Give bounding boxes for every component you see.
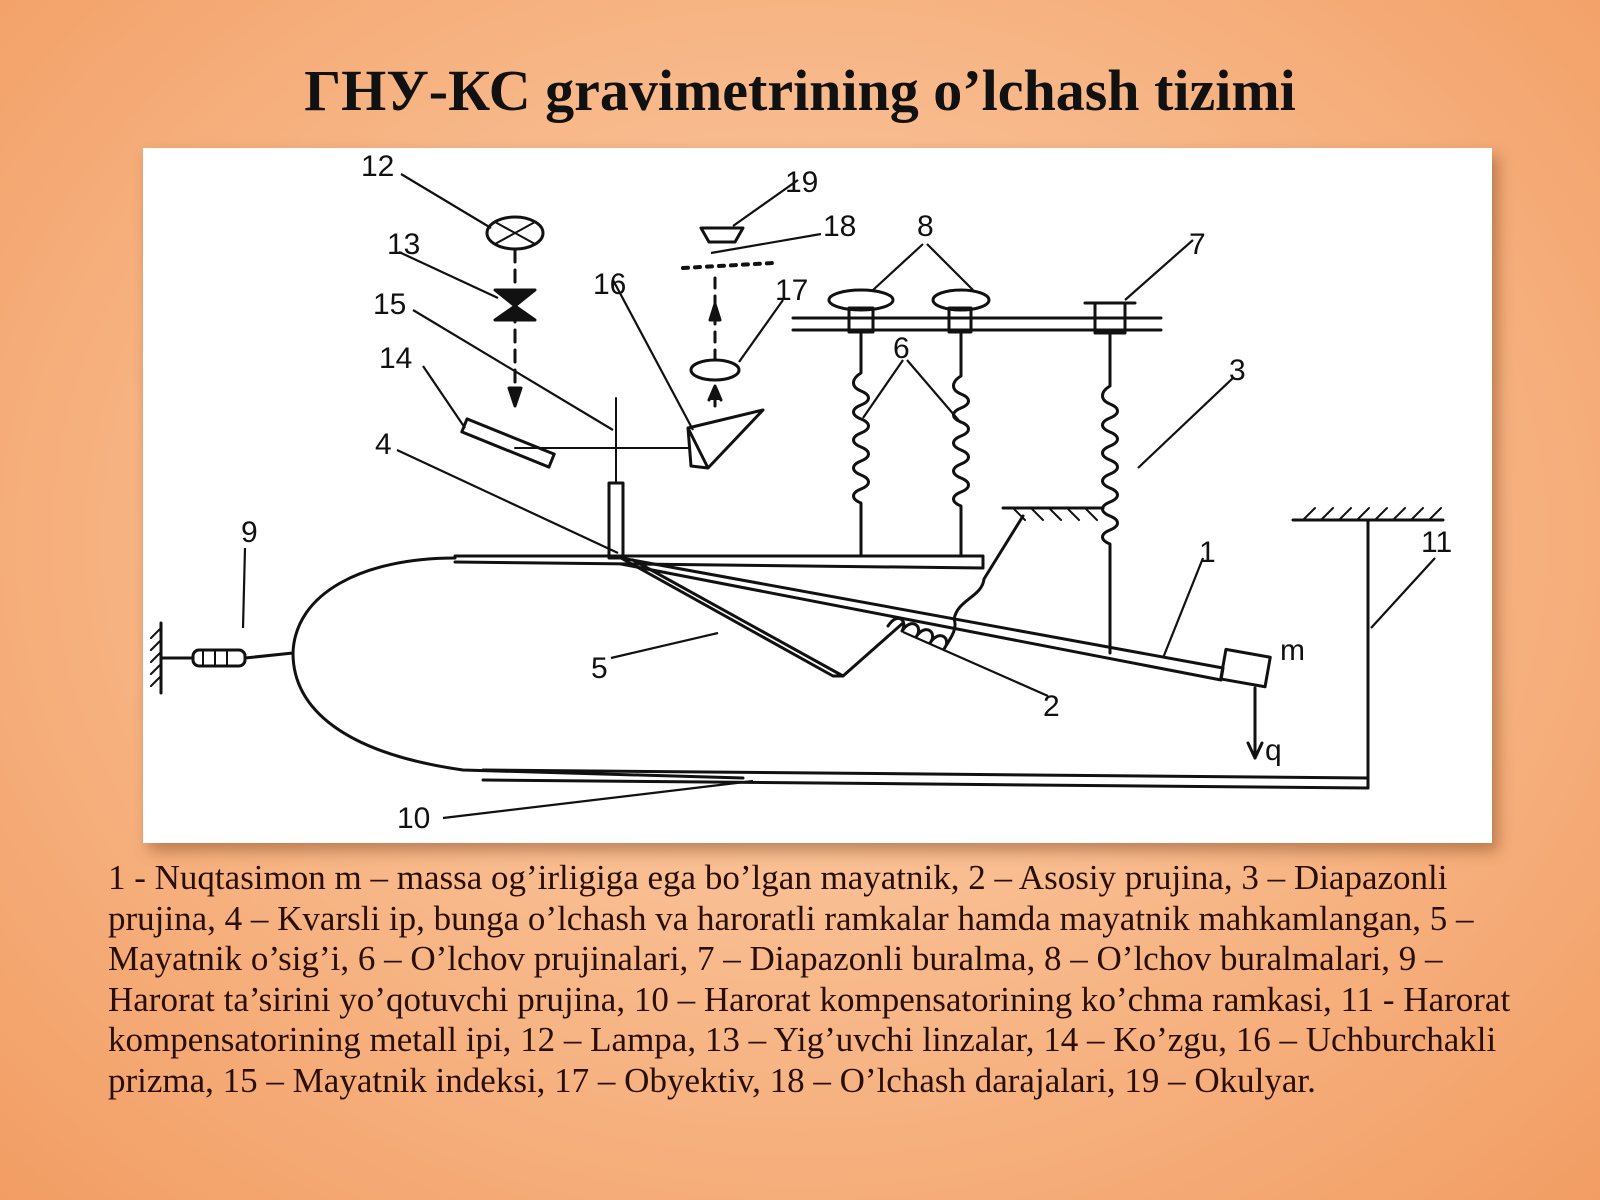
- label-3: 3: [1229, 354, 1246, 387]
- label-1: 1: [1199, 536, 1216, 569]
- label-7: 7: [1189, 228, 1206, 261]
- label-11: 11: [1421, 526, 1452, 559]
- triangular-prism-16: [686, 408, 765, 470]
- label-13: 13: [387, 228, 420, 261]
- label-12: 12: [361, 150, 394, 183]
- eyepiece-19: [699, 226, 745, 244]
- quartz-frame-loop: [291, 556, 745, 780]
- label-10: 10: [397, 802, 430, 835]
- legend-caption: 1 - Nuqtasimon m – massa og’irligiga ega…: [108, 858, 1511, 1100]
- label-6: 6: [893, 332, 910, 365]
- slide-title: ГНУ-КС gravimetrining o’lchash tizimi: [304, 58, 1296, 123]
- lamp-12: [485, 215, 545, 251]
- label-19: 19: [785, 166, 818, 199]
- temperature-spring-9: [159, 648, 295, 668]
- collecting-lens-13: [493, 288, 537, 322]
- mirror-14: [460, 417, 556, 469]
- measuring-spring-6a: [852, 330, 870, 558]
- measuring-spring-6b: [952, 330, 970, 558]
- range-spring-3: [1101, 330, 1119, 655]
- pendulum-arm-5: [619, 556, 845, 678]
- quartz-post: [607, 481, 625, 560]
- diagram-figure: 12 13 15 14 4 16 17 18 19 8 7 6 3 1 11 m…: [143, 148, 1492, 843]
- leader-lines: [241, 173, 1436, 820]
- label-16: 16: [593, 268, 626, 301]
- label-2: 2: [1043, 690, 1060, 723]
- frame-bar-bottom: [481, 768, 1370, 790]
- label-15: 15: [373, 288, 406, 321]
- thermal-compensator-11: [1291, 507, 1445, 790]
- label-14: 14: [379, 342, 412, 375]
- label-5: 5: [591, 652, 608, 685]
- pendulum-beam-1: [619, 556, 1225, 682]
- label-8: 8: [917, 210, 934, 243]
- label-q: q: [1265, 734, 1282, 767]
- label-4: 4: [375, 428, 392, 461]
- objective-17: [689, 358, 741, 382]
- measuring-screw-8a: [827, 288, 895, 334]
- gravimeter-diagram: 12 13 15 14 4 16 17 18 19 8 7 6 3 1 11 m…: [150, 150, 1452, 835]
- measuring-screw-8b: [931, 288, 991, 334]
- label-m: m: [1280, 634, 1305, 667]
- label-17: 17: [775, 274, 808, 307]
- measuring-scale-18: [681, 261, 775, 270]
- frame-bar-top: [453, 554, 985, 570]
- label-9: 9: [241, 516, 258, 549]
- pendulum-mass-m: [1219, 647, 1272, 689]
- label-18: 18: [823, 210, 856, 243]
